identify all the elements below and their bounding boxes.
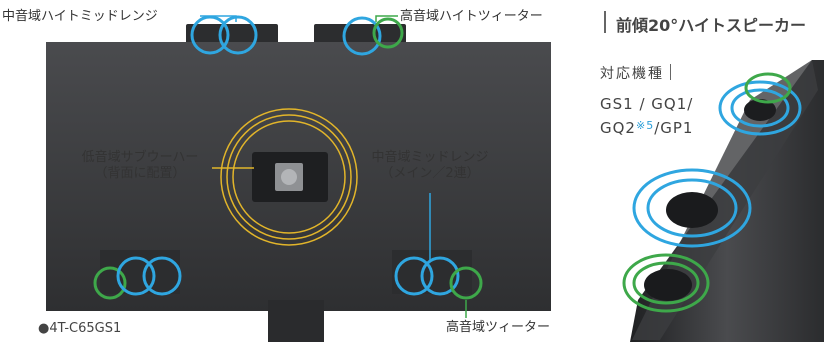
models-note: ※5 <box>635 119 655 132</box>
side-title: 前傾20°ハイトスピーカー <box>616 16 806 35</box>
models-list: GS1 / GQ1/ GQ2※5/GP1 <box>600 94 693 139</box>
label-mid-height: 中音域ハイトミッドレンジ <box>2 9 158 24</box>
models-line2b: /GP1 <box>654 119 694 137</box>
label-mid-line2: （メイン／2連） <box>380 166 480 181</box>
label-tweeter: 高音域ツィーター <box>446 320 551 335</box>
label-woofer-line1: 低音域サブウーハー <box>81 150 199 165</box>
model-id: ●4T-C65GS1 <box>38 321 122 336</box>
leader-mid-height <box>200 15 237 22</box>
top-left-rings <box>190 15 258 55</box>
models-heading-text: 対応機種 <box>600 66 664 82</box>
models-heading: 対応機種 <box>600 63 671 83</box>
label-mid-line1: 中音域ミッドレンジ <box>371 150 489 165</box>
side-rings <box>622 72 802 313</box>
models-heading-separator <box>670 64 671 80</box>
models-line2a: GQ2 <box>600 119 636 137</box>
side-mid-grille <box>666 192 718 228</box>
bottom-left-rings <box>93 256 182 300</box>
tv-stand <box>268 300 324 342</box>
title-accent-bar <box>604 11 606 33</box>
bottom-right-rings <box>394 256 483 300</box>
label-high-height: 高音域ハイトツィーター <box>400 9 543 24</box>
tv-back-illustration <box>46 15 551 342</box>
side-low-grille <box>644 269 692 301</box>
leader-high-height <box>375 15 398 22</box>
label-mid: 中音域ミッドレンジ （メイン／2連） <box>364 150 496 182</box>
label-woofer: 低音域サブウーハー （背面に配置） <box>68 150 212 182</box>
side-tweeter-grille <box>744 99 776 121</box>
top-right-rings <box>342 16 404 56</box>
label-woofer-line2: （背面に配置） <box>94 166 186 181</box>
bottom-left-speaker-unit <box>100 250 180 294</box>
models-line1: GS1 / GQ1/ <box>600 95 694 113</box>
models-line2: GQ2※5/GP1 <box>600 115 693 139</box>
side-closeup-illustration <box>622 60 824 342</box>
woofer-rings <box>220 108 358 246</box>
